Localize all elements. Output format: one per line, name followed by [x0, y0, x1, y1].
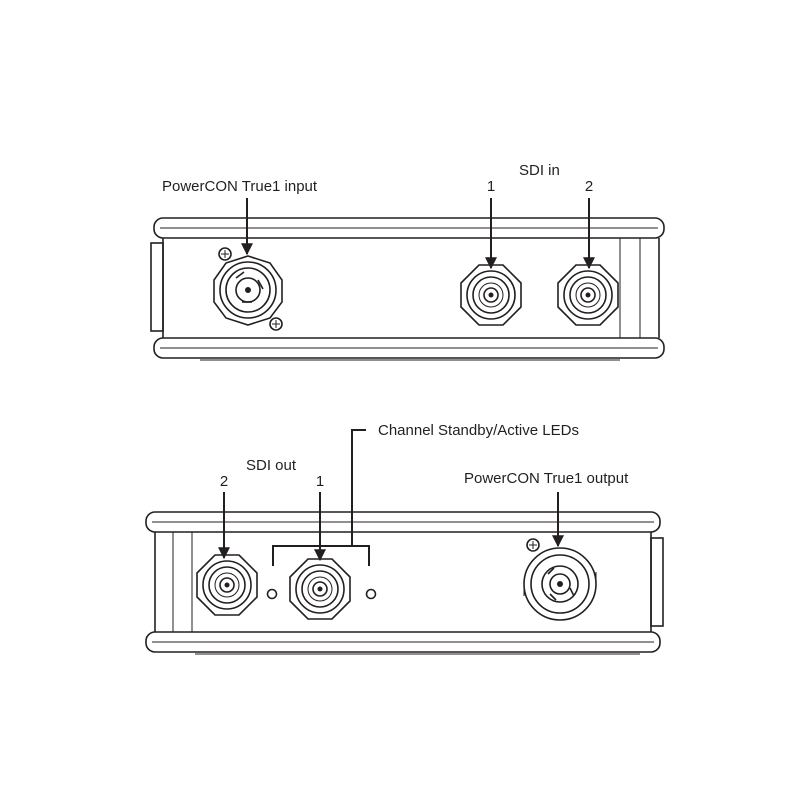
screw-icon	[218, 247, 232, 261]
sdi-in-label: SDI in	[519, 162, 560, 179]
led-right-icon	[365, 588, 377, 600]
powercon-output-label: PowerCON True1 output	[464, 470, 629, 487]
sdi-out-1-connector	[289, 558, 351, 620]
led-leader-line	[351, 429, 366, 546]
sdi-out-port-1-label: 1	[316, 473, 324, 490]
powercon-output-connector	[523, 538, 597, 621]
top-panel: PowerCON True1 input SDI in 1 2	[150, 162, 665, 361]
sdi-out-port-2-label: 2	[220, 473, 228, 490]
screw-icon	[269, 317, 283, 331]
sdi-out-label: SDI out	[246, 457, 297, 474]
bottom-panel: Channel Standby/Active LEDs SDI out 2 1 …	[145, 422, 664, 655]
led-label: Channel Standby/Active LEDs	[378, 422, 579, 439]
sdi-in-port-2-label: 2	[585, 178, 593, 195]
powercon-input-label: PowerCON True1 input	[162, 178, 318, 195]
powercon-input-connector	[213, 247, 283, 331]
bottom-enclosure	[145, 511, 664, 655]
led-bracket	[272, 545, 370, 566]
top-enclosure	[150, 217, 665, 361]
screw-icon	[526, 538, 540, 552]
sdi-in-1-connector	[460, 264, 522, 326]
sdi-out-2-connector	[196, 554, 258, 616]
sdi-in-port-1-label: 1	[487, 178, 495, 195]
led-left-icon	[266, 588, 278, 600]
sdi-in-2-connector	[557, 264, 619, 326]
